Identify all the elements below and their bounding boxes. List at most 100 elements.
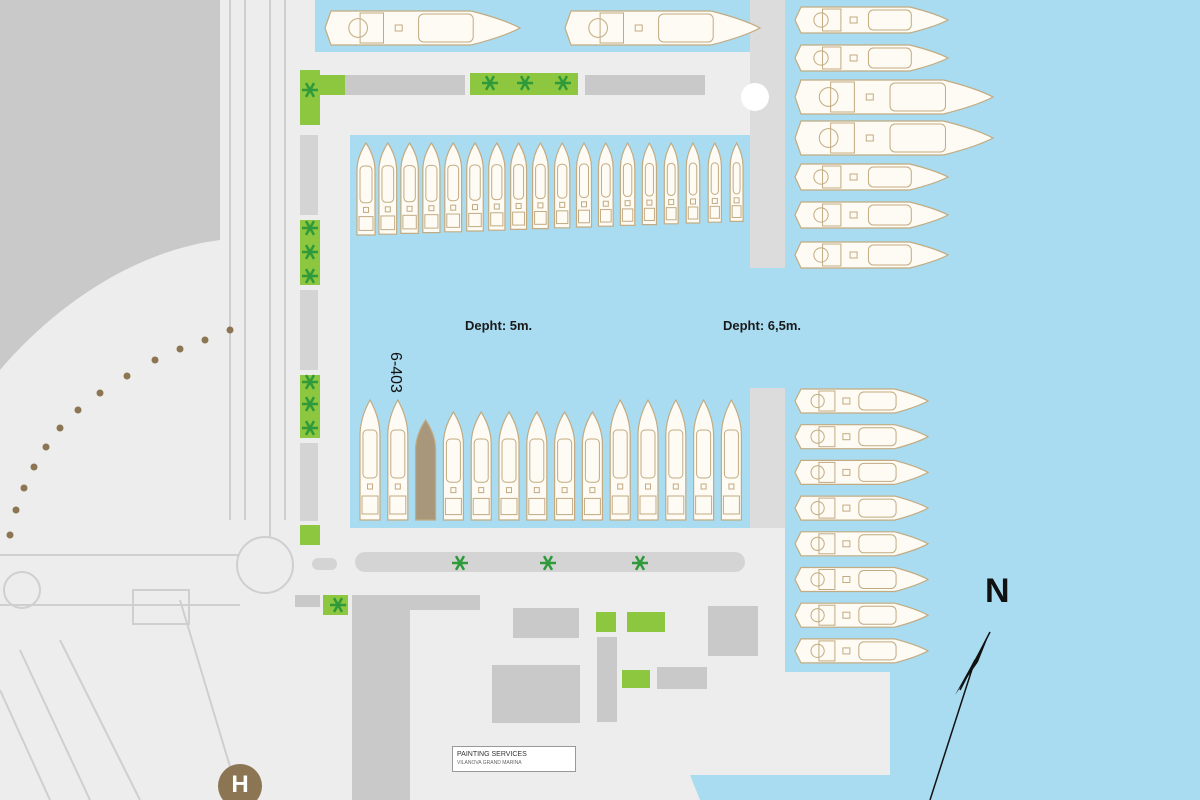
path-dot (151, 356, 159, 364)
boat[interactable] (359, 398, 381, 521)
boat[interactable] (597, 141, 614, 227)
road (0, 554, 290, 800)
garden (300, 375, 320, 438)
path-dot (56, 424, 64, 432)
sea (690, 0, 1200, 800)
boat[interactable] (637, 398, 659, 521)
path-dot (12, 506, 20, 514)
palm-tree-icon (302, 374, 318, 390)
painting-services-title: PAINTING SERVICES (457, 751, 527, 758)
building (585, 75, 705, 95)
boat[interactable] (532, 141, 549, 230)
garden (627, 612, 665, 632)
boat[interactable] (466, 141, 484, 232)
boat[interactable] (794, 163, 950, 191)
parking (300, 290, 318, 370)
boat[interactable] (400, 141, 419, 234)
boat[interactable] (422, 141, 441, 234)
palm-tree-icon (540, 555, 556, 571)
palm-tree-icon (517, 75, 533, 91)
depth-label-outer: Depht: 6,5m. (723, 318, 802, 333)
boat[interactable] (387, 398, 409, 521)
boat[interactable] (510, 141, 528, 230)
boat[interactable] (794, 79, 995, 115)
boat[interactable] (356, 141, 376, 236)
boat[interactable] (665, 398, 687, 521)
boat[interactable] (575, 141, 593, 228)
boats (324, 6, 995, 664)
boat[interactable] (707, 141, 722, 223)
boat[interactable] (619, 141, 636, 226)
building (295, 595, 320, 607)
north-arrow-head-icon (955, 632, 990, 695)
boat[interactable] (324, 10, 522, 46)
path-dot (96, 389, 104, 397)
boat[interactable] (554, 410, 576, 521)
building-block (0, 0, 220, 370)
parking (300, 135, 318, 215)
boat[interactable] (794, 424, 930, 450)
road (229, 0, 286, 560)
palm-tree-icon (302, 244, 318, 260)
building (597, 637, 617, 722)
boat[interactable] (663, 141, 679, 225)
boat[interactable] (794, 638, 930, 664)
boat[interactable] (794, 120, 995, 156)
boat[interactable] (378, 141, 398, 235)
boat[interactable] (794, 6, 950, 34)
boat[interactable] (794, 241, 950, 269)
palm-tree-icon (302, 220, 318, 236)
boat[interactable] (609, 398, 631, 521)
boat[interactable] (794, 44, 950, 72)
boat-highlighted[interactable] (415, 418, 437, 521)
pier-south (750, 388, 785, 528)
boat[interactable] (794, 566, 930, 593)
palm-tree-icon (482, 75, 498, 91)
palm-tree-icon (330, 597, 346, 613)
garden (320, 75, 345, 95)
dotted-path (6, 326, 234, 539)
boat[interactable] (794, 459, 930, 485)
parking (300, 443, 318, 521)
palm-tree-icon (302, 82, 318, 98)
pier-north (750, 0, 785, 268)
building (657, 667, 707, 689)
helipad-icon[interactable]: H (218, 764, 262, 800)
palm-trees (302, 75, 648, 613)
boat[interactable] (685, 141, 701, 224)
path-dot (20, 484, 28, 492)
boat[interactable] (794, 531, 930, 557)
boat[interactable] (553, 141, 571, 229)
boat[interactable] (526, 410, 548, 521)
boat[interactable] (444, 141, 463, 233)
path-dot (123, 372, 131, 380)
boat[interactable] (641, 141, 658, 226)
roundabout (3, 571, 41, 609)
boat[interactable] (729, 141, 744, 222)
building (345, 75, 465, 95)
boat[interactable] (794, 495, 930, 521)
lighthouse (741, 83, 769, 111)
boat[interactable] (720, 398, 742, 521)
palm-tree-icon (302, 396, 318, 412)
boat[interactable] (794, 602, 930, 628)
boat[interactable] (581, 410, 603, 521)
parking (312, 558, 337, 570)
path-dot (6, 531, 14, 539)
path-dot (30, 463, 38, 471)
painting-services-sign[interactable]: PAINTING SERVICES VILANOVA GRAND MARINA (452, 746, 576, 772)
path-dot (226, 326, 234, 334)
boat[interactable] (488, 141, 506, 231)
garden (596, 612, 616, 632)
boat[interactable] (470, 410, 492, 521)
palm-tree-icon (302, 268, 318, 284)
building-outline (132, 589, 190, 625)
boat[interactable] (442, 410, 464, 521)
boat[interactable] (693, 398, 715, 521)
boat[interactable] (498, 410, 520, 521)
boat[interactable] (564, 10, 762, 46)
boat[interactable] (794, 201, 950, 229)
boat[interactable] (794, 388, 930, 414)
